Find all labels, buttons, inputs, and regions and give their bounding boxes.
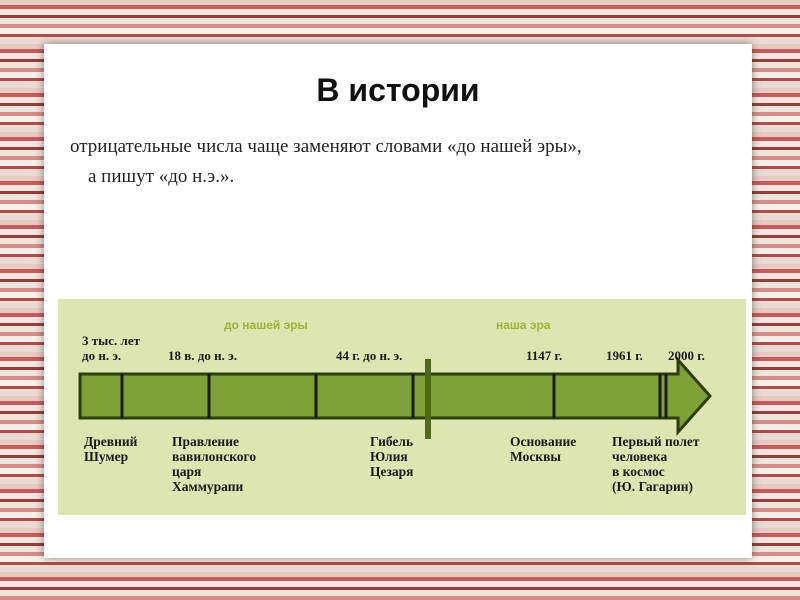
event-caesar: Гибель Юлия Цезаря	[370, 434, 414, 479]
slide-body-text: отрицательные числа чаще заменяют словам…	[70, 132, 746, 192]
body-text-line-2: а пишут «до н.э.».	[88, 166, 235, 187]
era-before-label: до нашей эры	[224, 318, 308, 332]
history-timeline: до нашей эры наша эра 3 тыс. лет до н. э…	[58, 299, 746, 515]
event-moscow: Основание Москвы	[510, 434, 577, 464]
era-ours-label: наша эра	[496, 318, 551, 332]
date-sumer: 3 тыс. лет до н. э.	[82, 333, 141, 363]
timeline-arrow	[78, 356, 713, 436]
date-2000: 2000 г.	[668, 348, 705, 363]
date-hammurabi: 18 в. до н. э.	[168, 348, 237, 363]
event-sumer: Древний Шумер	[84, 434, 138, 464]
date-moscow: 1147 г.	[526, 348, 563, 363]
date-caesar: 44 г. до н. э.	[336, 348, 403, 363]
event-gagarin: Первый полет человека в космос (Ю. Гагар…	[612, 434, 700, 494]
timeline-graphic	[78, 356, 713, 439]
slide: В истории отрицательные числа чаще замен…	[44, 44, 752, 558]
body-text-line-1: отрицательные числа чаще заменяют словам…	[70, 136, 582, 157]
slide-title: В истории	[316, 72, 480, 108]
date-gagarin: 1961 г.	[606, 348, 643, 363]
event-hammurabi: Правление вавилонского царя Хаммурапи	[172, 434, 257, 494]
